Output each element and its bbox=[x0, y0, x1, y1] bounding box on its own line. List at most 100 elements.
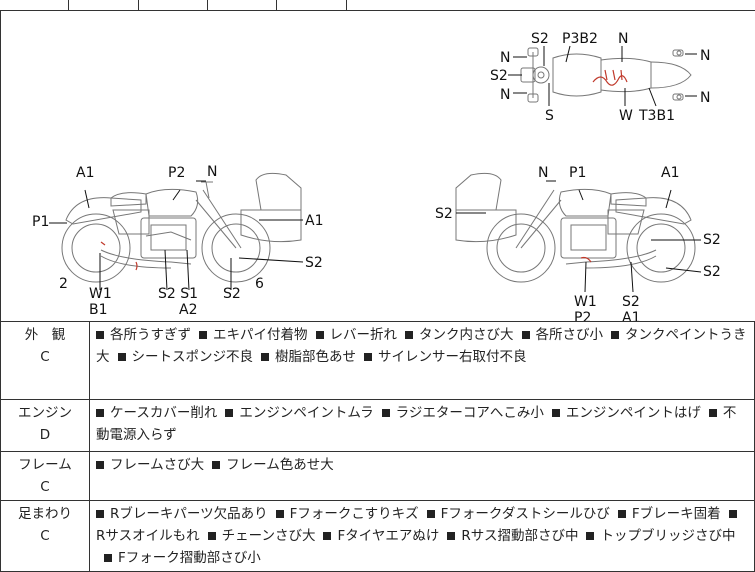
top-label: N bbox=[500, 87, 510, 103]
left-label: 6 bbox=[255, 276, 264, 292]
right-label: A1 bbox=[661, 165, 679, 181]
bullet-square-icon bbox=[225, 408, 234, 417]
top-label: S bbox=[545, 108, 554, 124]
strip-cell bbox=[276, 0, 347, 10]
condition-item: ケースカバー削れ bbox=[110, 405, 218, 421]
left-label: N bbox=[207, 164, 217, 180]
left-label: S2 S1 bbox=[158, 286, 198, 302]
left-view-motorcycle bbox=[49, 172, 304, 291]
bullet-square-icon bbox=[207, 531, 216, 540]
left-label: P1 bbox=[32, 214, 49, 230]
left-label: S2 bbox=[223, 286, 241, 302]
left-label: B1 bbox=[89, 302, 108, 318]
top-label: N bbox=[700, 90, 710, 106]
right-label: W1 bbox=[574, 294, 597, 310]
condition-item: トップブリッジさび中 bbox=[600, 528, 736, 544]
top-label: S2 bbox=[531, 31, 549, 47]
right-label: S2 bbox=[703, 232, 721, 248]
condition-item: ラジエターコアへこみ小 bbox=[395, 405, 544, 421]
condition-item: シートスポンジ不良 bbox=[131, 349, 254, 365]
bullet-square-icon bbox=[199, 330, 207, 339]
condition-item: 各所さび小 bbox=[535, 327, 604, 343]
right-label: S2 bbox=[703, 264, 721, 280]
condition-item: 樹脂部色あせ bbox=[275, 349, 356, 365]
bullet-square-icon bbox=[728, 509, 737, 518]
bullet-square-icon bbox=[261, 352, 269, 361]
category-grade: C bbox=[40, 349, 50, 365]
left-label: A1 bbox=[305, 213, 323, 229]
condition-item: エンジンペイントムラ bbox=[239, 405, 374, 421]
strip-cell bbox=[138, 0, 208, 10]
bullet-square-icon bbox=[405, 330, 413, 339]
top-label: N bbox=[618, 31, 628, 47]
bullet-square-icon bbox=[364, 352, 372, 361]
category-grade: C bbox=[40, 479, 50, 495]
right-view-motorcycle bbox=[455, 172, 702, 293]
table-top-strip bbox=[0, 0, 755, 11]
table-row: 外 観 C 各所うすぎずエキパイ付着物レバー折れタンク内さび大各所さび小タンクペ… bbox=[0, 321, 755, 400]
condition-item: タンクペイントうき大 bbox=[96, 327, 747, 365]
bullet-square-icon bbox=[96, 330, 104, 339]
category-cell: 足まわり C bbox=[0, 500, 90, 572]
right-label: S2 bbox=[435, 206, 453, 222]
bullet-square-icon bbox=[426, 509, 435, 518]
condition-item: Fタイヤエアぬけ bbox=[337, 528, 440, 544]
right-label: S2 bbox=[622, 294, 640, 310]
condition-item: チェーンさび大 bbox=[221, 528, 316, 544]
right-label: N bbox=[538, 165, 548, 181]
bullet-square-icon bbox=[521, 330, 530, 339]
category-cell: エンジン D bbox=[0, 399, 90, 452]
bullet-square-icon bbox=[323, 531, 332, 540]
category-cell: 外 観 C bbox=[0, 321, 90, 400]
condition-item: 各所うすぎず bbox=[110, 327, 191, 343]
bullet-square-icon bbox=[275, 509, 284, 518]
table-row: フレーム C フレームさび大 フレーム色あせ大 bbox=[0, 451, 755, 501]
left-label: A2 bbox=[179, 302, 197, 318]
bullet-square-icon bbox=[611, 330, 619, 339]
left-label: W1 bbox=[89, 286, 112, 302]
category-name: エンジン bbox=[18, 405, 72, 421]
table-row: 足まわり C Rブレーキパーツ欠品あり Fフォークこすりキズ Fフォークダストシール… bbox=[0, 500, 755, 572]
top-view-motorcycle bbox=[508, 45, 697, 107]
top-label: N bbox=[500, 50, 510, 66]
strip-cell bbox=[0, 0, 69, 10]
condition-item: エンジンペイントはげ bbox=[565, 405, 701, 421]
condition-item: レバー折れ bbox=[329, 327, 398, 343]
condition-item: Fブレーキ固着 bbox=[631, 506, 721, 522]
bullet-square-icon bbox=[708, 408, 717, 417]
bullet-square-icon bbox=[447, 531, 456, 540]
top-label: S2 bbox=[490, 68, 508, 84]
condition-item: フレーム色あせ大 bbox=[226, 457, 334, 473]
top-label: P3B2 bbox=[562, 31, 598, 47]
condition-item: タンク内さび大 bbox=[419, 327, 514, 343]
inspection-table: 外 観 C 各所うすぎずエキパイ付着物レバー折れタンク内さび大各所さび小タンクペ… bbox=[0, 321, 755, 572]
category-name: 外 観 bbox=[24, 327, 66, 343]
right-label: P2 bbox=[574, 310, 591, 321]
condition-item: フレームさび大 bbox=[110, 457, 205, 473]
category-cell: フレーム C bbox=[0, 451, 90, 501]
category-grade: C bbox=[40, 528, 50, 544]
bullet-square-icon bbox=[104, 553, 112, 562]
bullet-square-icon bbox=[381, 408, 390, 417]
motorcycle-diagram-svg: S2 P3B2 N N N S2 N N S W T3B1 bbox=[32, 31, 721, 321]
bullet-square-icon bbox=[96, 509, 104, 518]
left-label: P2 bbox=[168, 165, 185, 181]
left-label: S2 bbox=[305, 255, 323, 271]
right-label: A1 bbox=[622, 310, 640, 321]
items-cell: フレームさび大 フレーム色あせ大 bbox=[89, 451, 755, 501]
condition-item: Fフォークこすりキズ bbox=[289, 506, 419, 522]
bullet-square-icon bbox=[551, 408, 560, 417]
condition-item: Fフォーク摺動部さび小 bbox=[118, 550, 261, 566]
bullet-square-icon bbox=[586, 531, 595, 540]
condition-item: Rブレーキパーツ欠品あり bbox=[110, 506, 268, 522]
table-row: エンジン D ケースカバー削れ エンジンペイントムラ ラジエターコアへこみ小 エンジン… bbox=[0, 399, 755, 452]
items-cell: Rブレーキパーツ欠品あり Fフォークこすりキズ Fフォークダストシールひび Fブレーキ… bbox=[89, 500, 755, 572]
condition-item: Fフォークダストシールひび bbox=[440, 506, 610, 522]
items-cell: 各所うすぎずエキパイ付着物レバー折れタンク内さび大各所さび小タンクペイントうき大… bbox=[89, 321, 755, 400]
bullet-square-icon bbox=[617, 509, 626, 518]
category-name: 足まわり bbox=[18, 506, 72, 522]
bullet-square-icon bbox=[96, 460, 104, 469]
bullet-square-icon bbox=[96, 408, 104, 417]
condition-item: 不動電源入らず bbox=[96, 405, 737, 443]
damage-diagram: S2 P3B2 N N N S2 N N S W T3B1 bbox=[0, 10, 755, 322]
